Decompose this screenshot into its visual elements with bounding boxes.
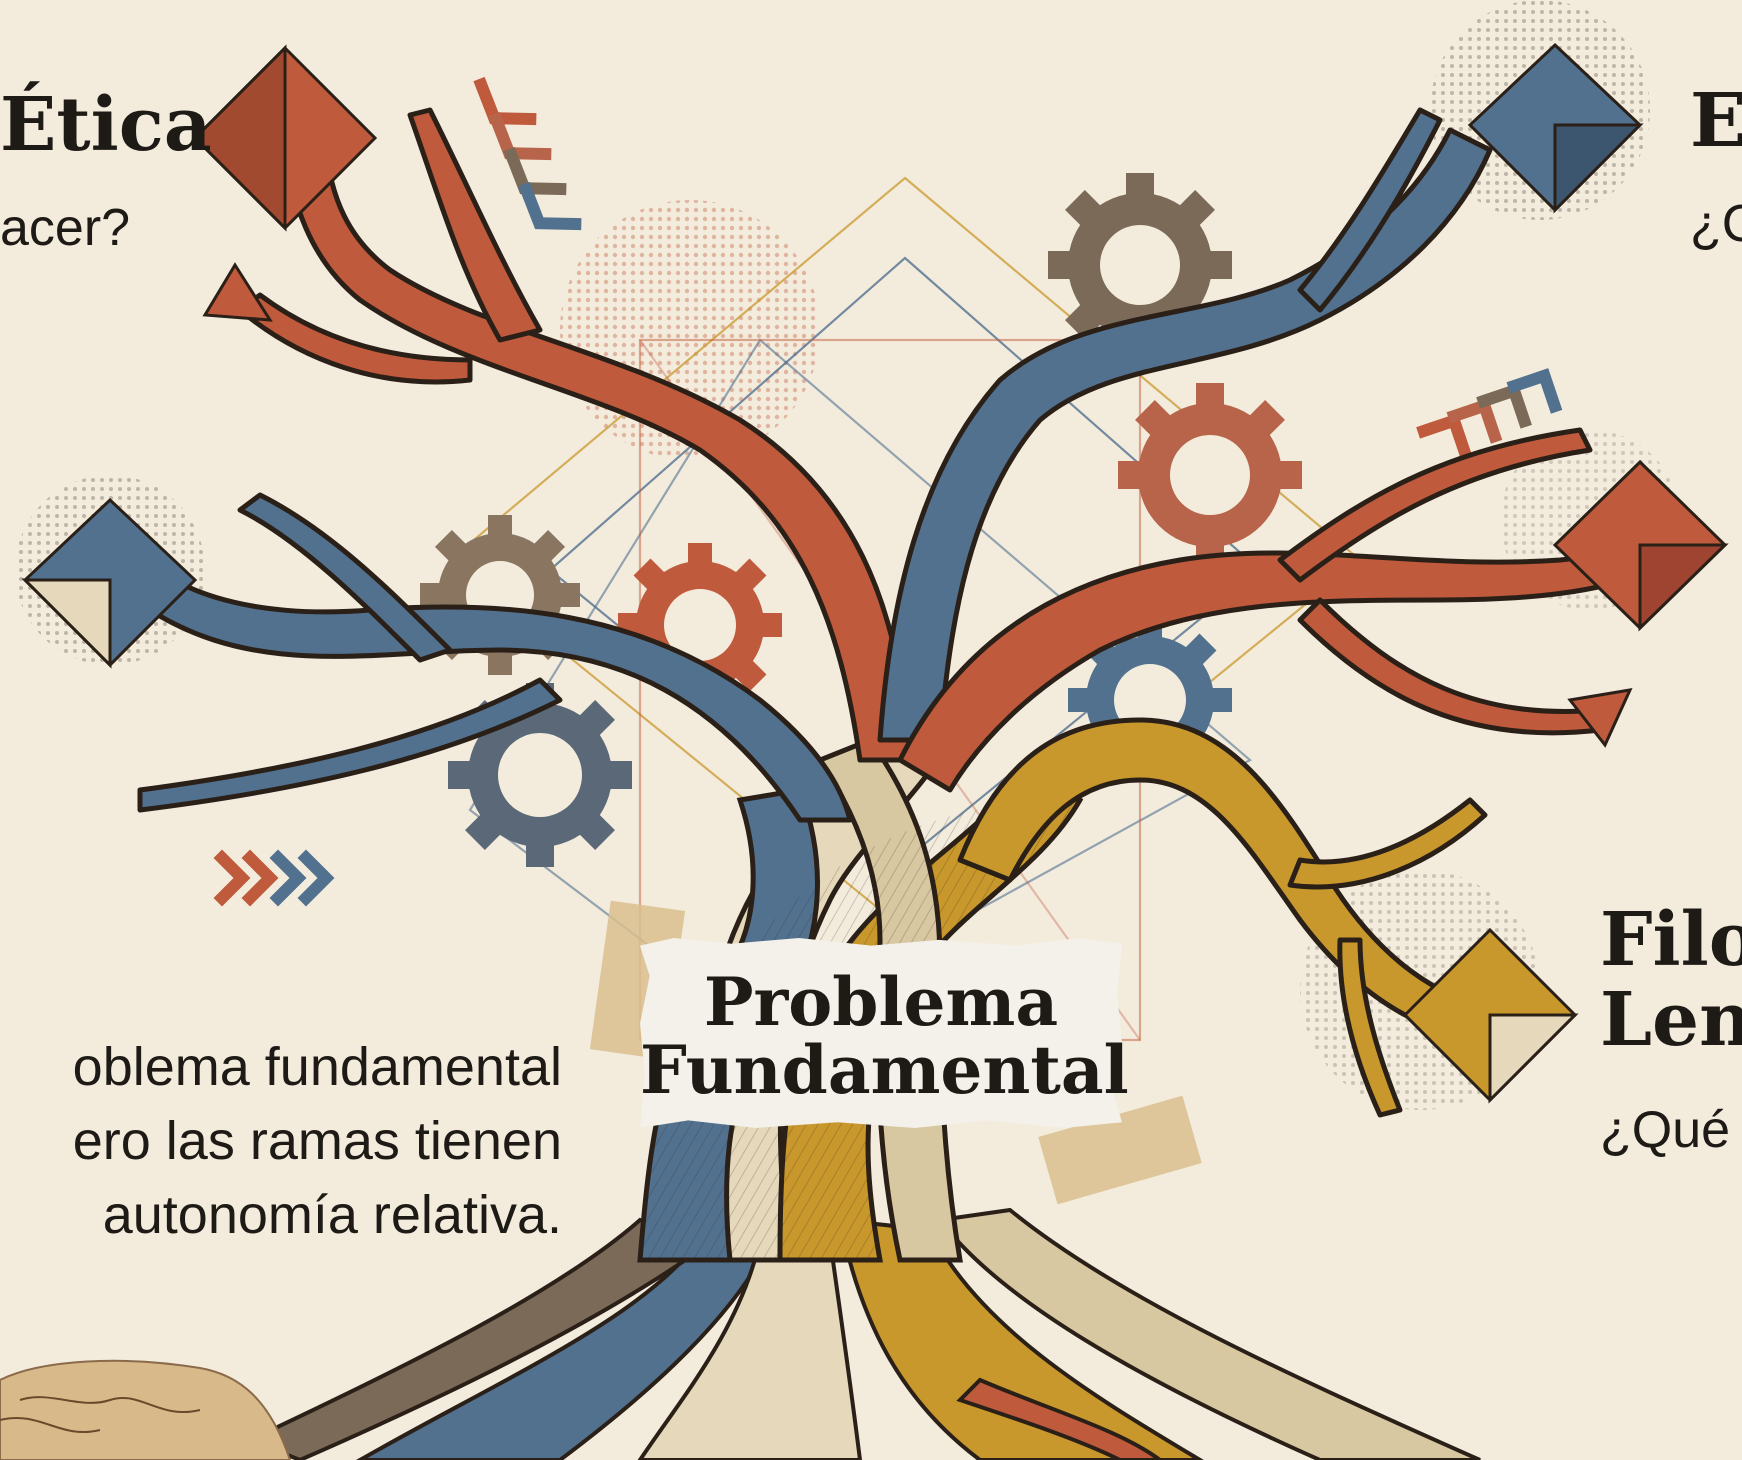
diamond-icon-top-right bbox=[1467, 42, 1644, 214]
branch-title-filosofia-line1: Filo bbox=[1600, 897, 1742, 983]
diamond-icon-right bbox=[1552, 459, 1729, 632]
chevron-right-icon bbox=[213, 849, 335, 907]
branch-question-filosofia: ¿Qué bbox=[1600, 1101, 1731, 1159]
diamond-icon-left bbox=[21, 497, 198, 669]
center-label: Problema Fundamental bbox=[640, 963, 1129, 1109]
arrow-right-icon bbox=[1567, 688, 1633, 748]
diamond-icon-etica bbox=[192, 44, 378, 232]
note-line1: oblema fundamental bbox=[72, 1037, 562, 1097]
branch-title-filosofia-line2: Len bbox=[1600, 977, 1742, 1063]
note-line3: autonomía relativa. bbox=[102, 1185, 562, 1245]
note-line2: ero las ramas tienen bbox=[72, 1111, 562, 1171]
branch-endpoints bbox=[21, 42, 1729, 1104]
center-label-line2: Fundamental bbox=[640, 1031, 1129, 1109]
diamond-icon-gold bbox=[1402, 927, 1579, 1104]
tree-roots bbox=[244, 1207, 1481, 1460]
branch-etica bbox=[282, 137, 913, 763]
branch-question-top-right: ¿C bbox=[1690, 195, 1742, 253]
branch-title-filosofia: Filo Len bbox=[1600, 900, 1742, 1060]
map-scrap bbox=[0, 1359, 292, 1460]
branch-question-etica: acer? bbox=[0, 199, 131, 257]
gear-icon bbox=[1118, 383, 1302, 567]
tree-branches bbox=[97, 107, 1643, 1118]
branch-title-etica: Ética bbox=[0, 82, 212, 168]
explanatory-note: oblema fundamental ero las ramas tienen … bbox=[73, 1030, 562, 1252]
branch-right-red bbox=[897, 542, 1643, 793]
center-label-card bbox=[640, 938, 1122, 1128]
chevron-up-right-icon bbox=[1416, 368, 1563, 459]
chevron-down-icon bbox=[473, 76, 582, 231]
branch-title-top-right: E bbox=[1690, 78, 1742, 164]
chevron-decorations bbox=[213, 76, 1563, 907]
arrow-up-icon bbox=[202, 262, 273, 322]
center-label-line1: Problema bbox=[703, 963, 1059, 1041]
